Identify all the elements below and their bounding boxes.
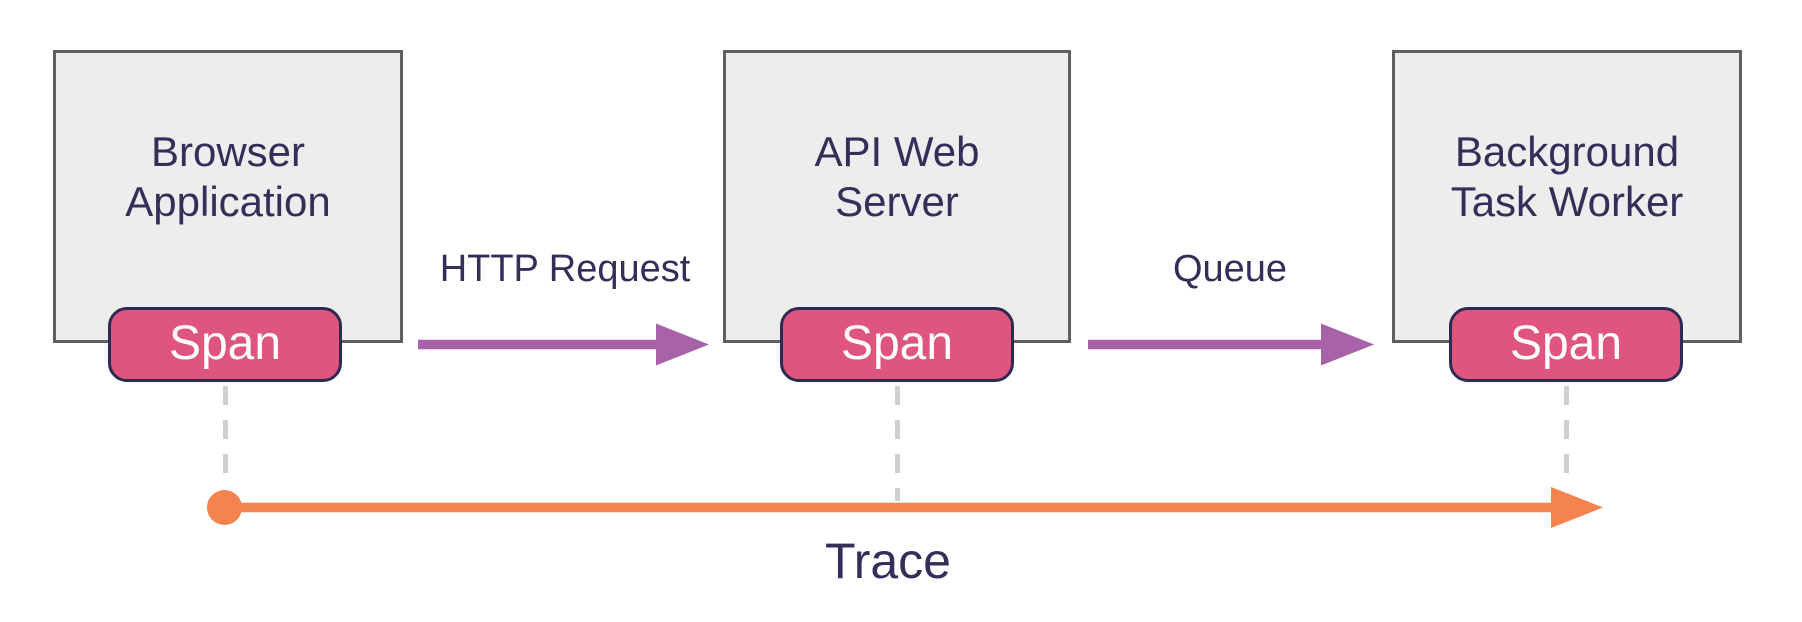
span-badge-worker: Span — [1449, 307, 1683, 382]
edge-label-queue: Queue — [1172, 248, 1288, 290]
edge-label-http-request: HTTP Request — [439, 248, 691, 290]
span-badge-api: Span — [780, 307, 1014, 382]
trace-timeline-head — [1551, 487, 1603, 528]
edge-arrow-queue — [1088, 323, 1374, 366]
edge-arrow-http-request — [418, 323, 709, 366]
node-api-web-server: API Web Server — [723, 50, 1071, 343]
trace-timeline-arrow — [207, 487, 1603, 528]
edge-arrow-queue-head — [1321, 323, 1374, 366]
node-label-api-web-server: API Web Server — [814, 128, 980, 225]
node-background-task-worker: Background Task Worker — [1392, 50, 1742, 343]
edge-arrow-http-request-head — [656, 323, 709, 366]
span-badge-browser: Span — [108, 307, 342, 382]
node-browser-application: Browser Application — [53, 50, 403, 343]
node-label-background-task-worker: Background Task Worker — [1450, 128, 1684, 225]
trace-start-dot — [207, 490, 242, 525]
node-label-browser-application: Browser Application — [125, 128, 331, 225]
trace-label: Trace — [825, 533, 951, 589]
